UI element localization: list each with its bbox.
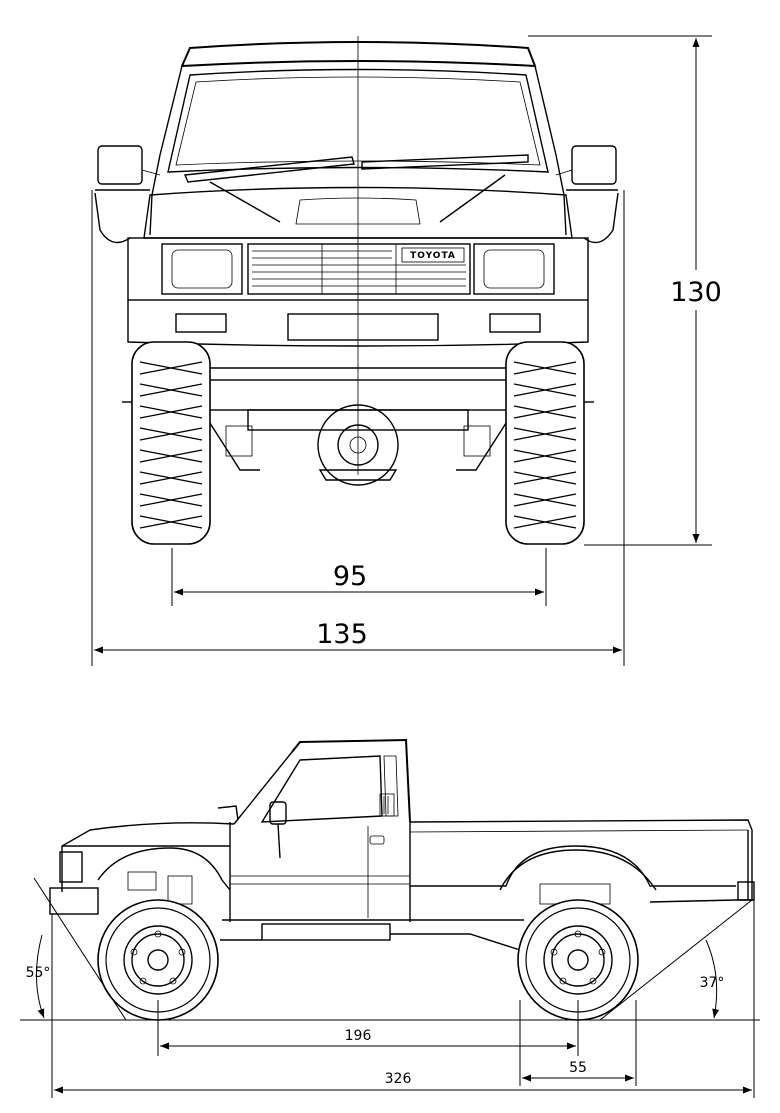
wheelbase-label: 196: [345, 1028, 372, 1044]
departure-angle-label: 37°: [700, 975, 725, 991]
cab-outline: [149, 41, 567, 236]
side-chassis: [220, 919, 524, 951]
track-dimension: 95: [171, 548, 547, 606]
front-fascia: TOYOTA: [127, 237, 589, 301]
front-view: TOYOTA: [91, 35, 724, 666]
front-tire-right: [505, 341, 585, 545]
hood: [143, 186, 573, 239]
side-cab: [229, 738, 411, 922]
approach-angle-label: 55°: [26, 965, 51, 981]
rear-overhang-dimension: 55: [519, 1000, 637, 1086]
side-bar-right: [583, 192, 619, 244]
front-tire-left: [131, 341, 211, 545]
height-dimension: 130: [528, 35, 724, 546]
overall-length-label: 326: [385, 1071, 412, 1087]
track-label: 95: [333, 561, 367, 592]
grille-badge: TOYOTA: [410, 251, 456, 261]
side-view: 55° 37° 196 55 326: [20, 738, 760, 1098]
wipers: [183, 154, 529, 223]
side-hood: [49, 805, 239, 915]
side-bed: [409, 819, 755, 905]
departure-angle: 37°: [599, 899, 753, 1021]
height-label: 130: [670, 277, 722, 308]
mirror-right: [555, 145, 617, 185]
width-dimension: 135: [91, 190, 625, 666]
side-mirror: [269, 801, 287, 859]
mirror-left: [97, 145, 161, 185]
wheelbase-dimension: 196: [157, 1000, 579, 1056]
side-bar-left: [94, 192, 131, 244]
approach-angle: 55°: [26, 877, 127, 1021]
rear-overhang-label: 55: [569, 1060, 587, 1076]
overall-width-label: 135: [316, 619, 368, 650]
overall-length-dimension: 326: [51, 900, 755, 1098]
